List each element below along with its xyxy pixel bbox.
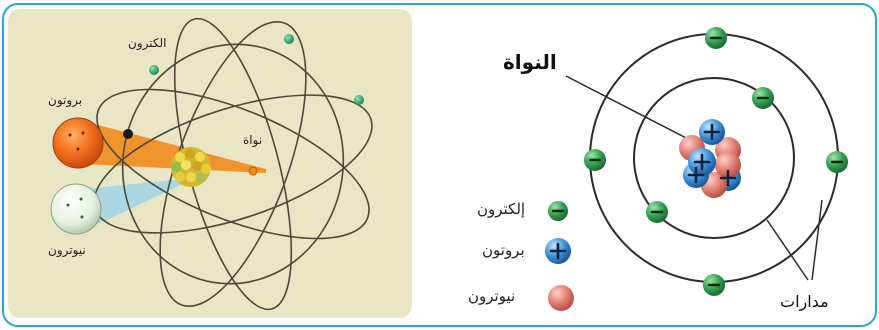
electron-icon <box>705 27 727 49</box>
orbit-leader-line <box>766 219 809 281</box>
electron-dot <box>354 95 364 105</box>
legend-proton-icon <box>545 238 571 264</box>
legend-neutron-label: نيوترون <box>468 287 516 305</box>
nucleus-cluster <box>171 147 211 187</box>
atom-illustration-panel: الكترون بروتون نيوترون نواة <box>8 9 412 318</box>
nucleus-leader-line <box>565 75 691 141</box>
electron-icon <box>752 87 774 109</box>
atom-illustration <box>50 17 373 311</box>
electron-icon <box>703 274 725 296</box>
proton-label: بروتون <box>48 93 83 107</box>
nucleus-heading: النواة <box>503 50 557 74</box>
electron-icon <box>646 201 668 223</box>
nucleus-point <box>248 166 258 176</box>
electron-label: الكترون <box>128 36 167 50</box>
proton-symbols <box>687 123 737 187</box>
bohr-electrons <box>584 27 848 296</box>
neutron-label: نيوترون <box>48 243 86 257</box>
legend-neutron-icon <box>548 285 574 311</box>
legend-proton-label: بروتون <box>482 241 525 259</box>
electron-icon <box>826 151 848 173</box>
orbits-label: مدارات <box>780 292 829 311</box>
legend-electron-label: إلكترون <box>477 200 526 218</box>
inner-orbit <box>633 77 795 239</box>
legend-electron-icon <box>548 201 568 221</box>
nucleus-label: نواة <box>243 133 263 147</box>
neutron-sphere <box>50 183 102 235</box>
neutron-beam <box>83 179 183 231</box>
electron-dot <box>123 129 133 139</box>
electron-dot <box>149 65 159 75</box>
electron-icon <box>584 149 606 171</box>
proton-sphere <box>52 117 104 169</box>
orbit-leader-line <box>811 199 823 281</box>
electron-dot <box>284 34 294 44</box>
